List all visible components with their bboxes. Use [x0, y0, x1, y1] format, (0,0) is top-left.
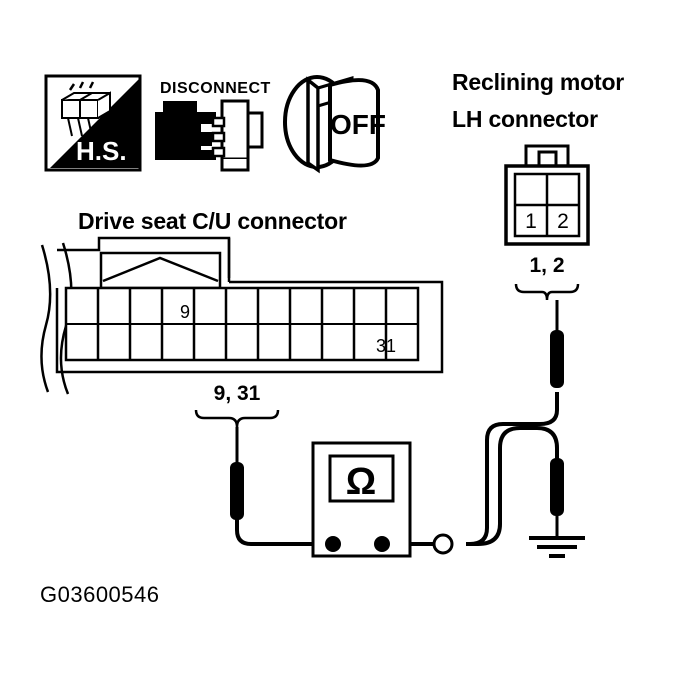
ground-symbol — [529, 536, 585, 558]
hs-icon: H.S. — [44, 74, 142, 172]
disconnect-icon: DISCONNECT — [155, 80, 271, 172]
meter-terminal-left — [325, 536, 341, 552]
probe-ground — [550, 458, 564, 538]
harness-wave-line-1 — [40, 244, 52, 393]
reclining-motor-lh-connector: Reclining motor LH connector 1 2 1, 2 — [452, 69, 625, 301]
reclining-motor-title-line2: LH connector — [452, 106, 598, 132]
reclining-motor-title-line1: Reclining motor — [452, 69, 624, 95]
drive-seat-brace-label: 9, 31 — [214, 382, 261, 405]
figure-id-label: G03600546 — [40, 582, 160, 607]
reclining-brace-label: 1, 2 — [529, 254, 564, 277]
test-lead-wires — [235, 392, 559, 555]
probe-right — [550, 300, 564, 388]
pin-label-9: 9 — [180, 302, 190, 322]
ohmmeter: Ω — [311, 441, 412, 558]
ohm-symbol: Ω — [346, 461, 376, 503]
pin-label-31: 31 — [376, 336, 396, 356]
terminal-label-1: 1 — [525, 210, 537, 233]
ignition-off-icon-label: OFF — [330, 109, 386, 140]
wire-junction-node — [432, 533, 454, 555]
disconnect-icon-label: DISCONNECT — [160, 80, 271, 97]
hs-icon-label: H.S. — [76, 136, 127, 166]
drive-seat-title: Drive seat C/U connector — [78, 208, 347, 234]
meter-terminal-right — [374, 536, 390, 552]
drive-seat-cu-connector: Drive seat C/U connector — [40, 208, 444, 428]
terminal-label-2: 2 — [557, 210, 569, 233]
ignition-off-icon: OFF — [283, 75, 386, 174]
probe-left — [230, 430, 244, 520]
